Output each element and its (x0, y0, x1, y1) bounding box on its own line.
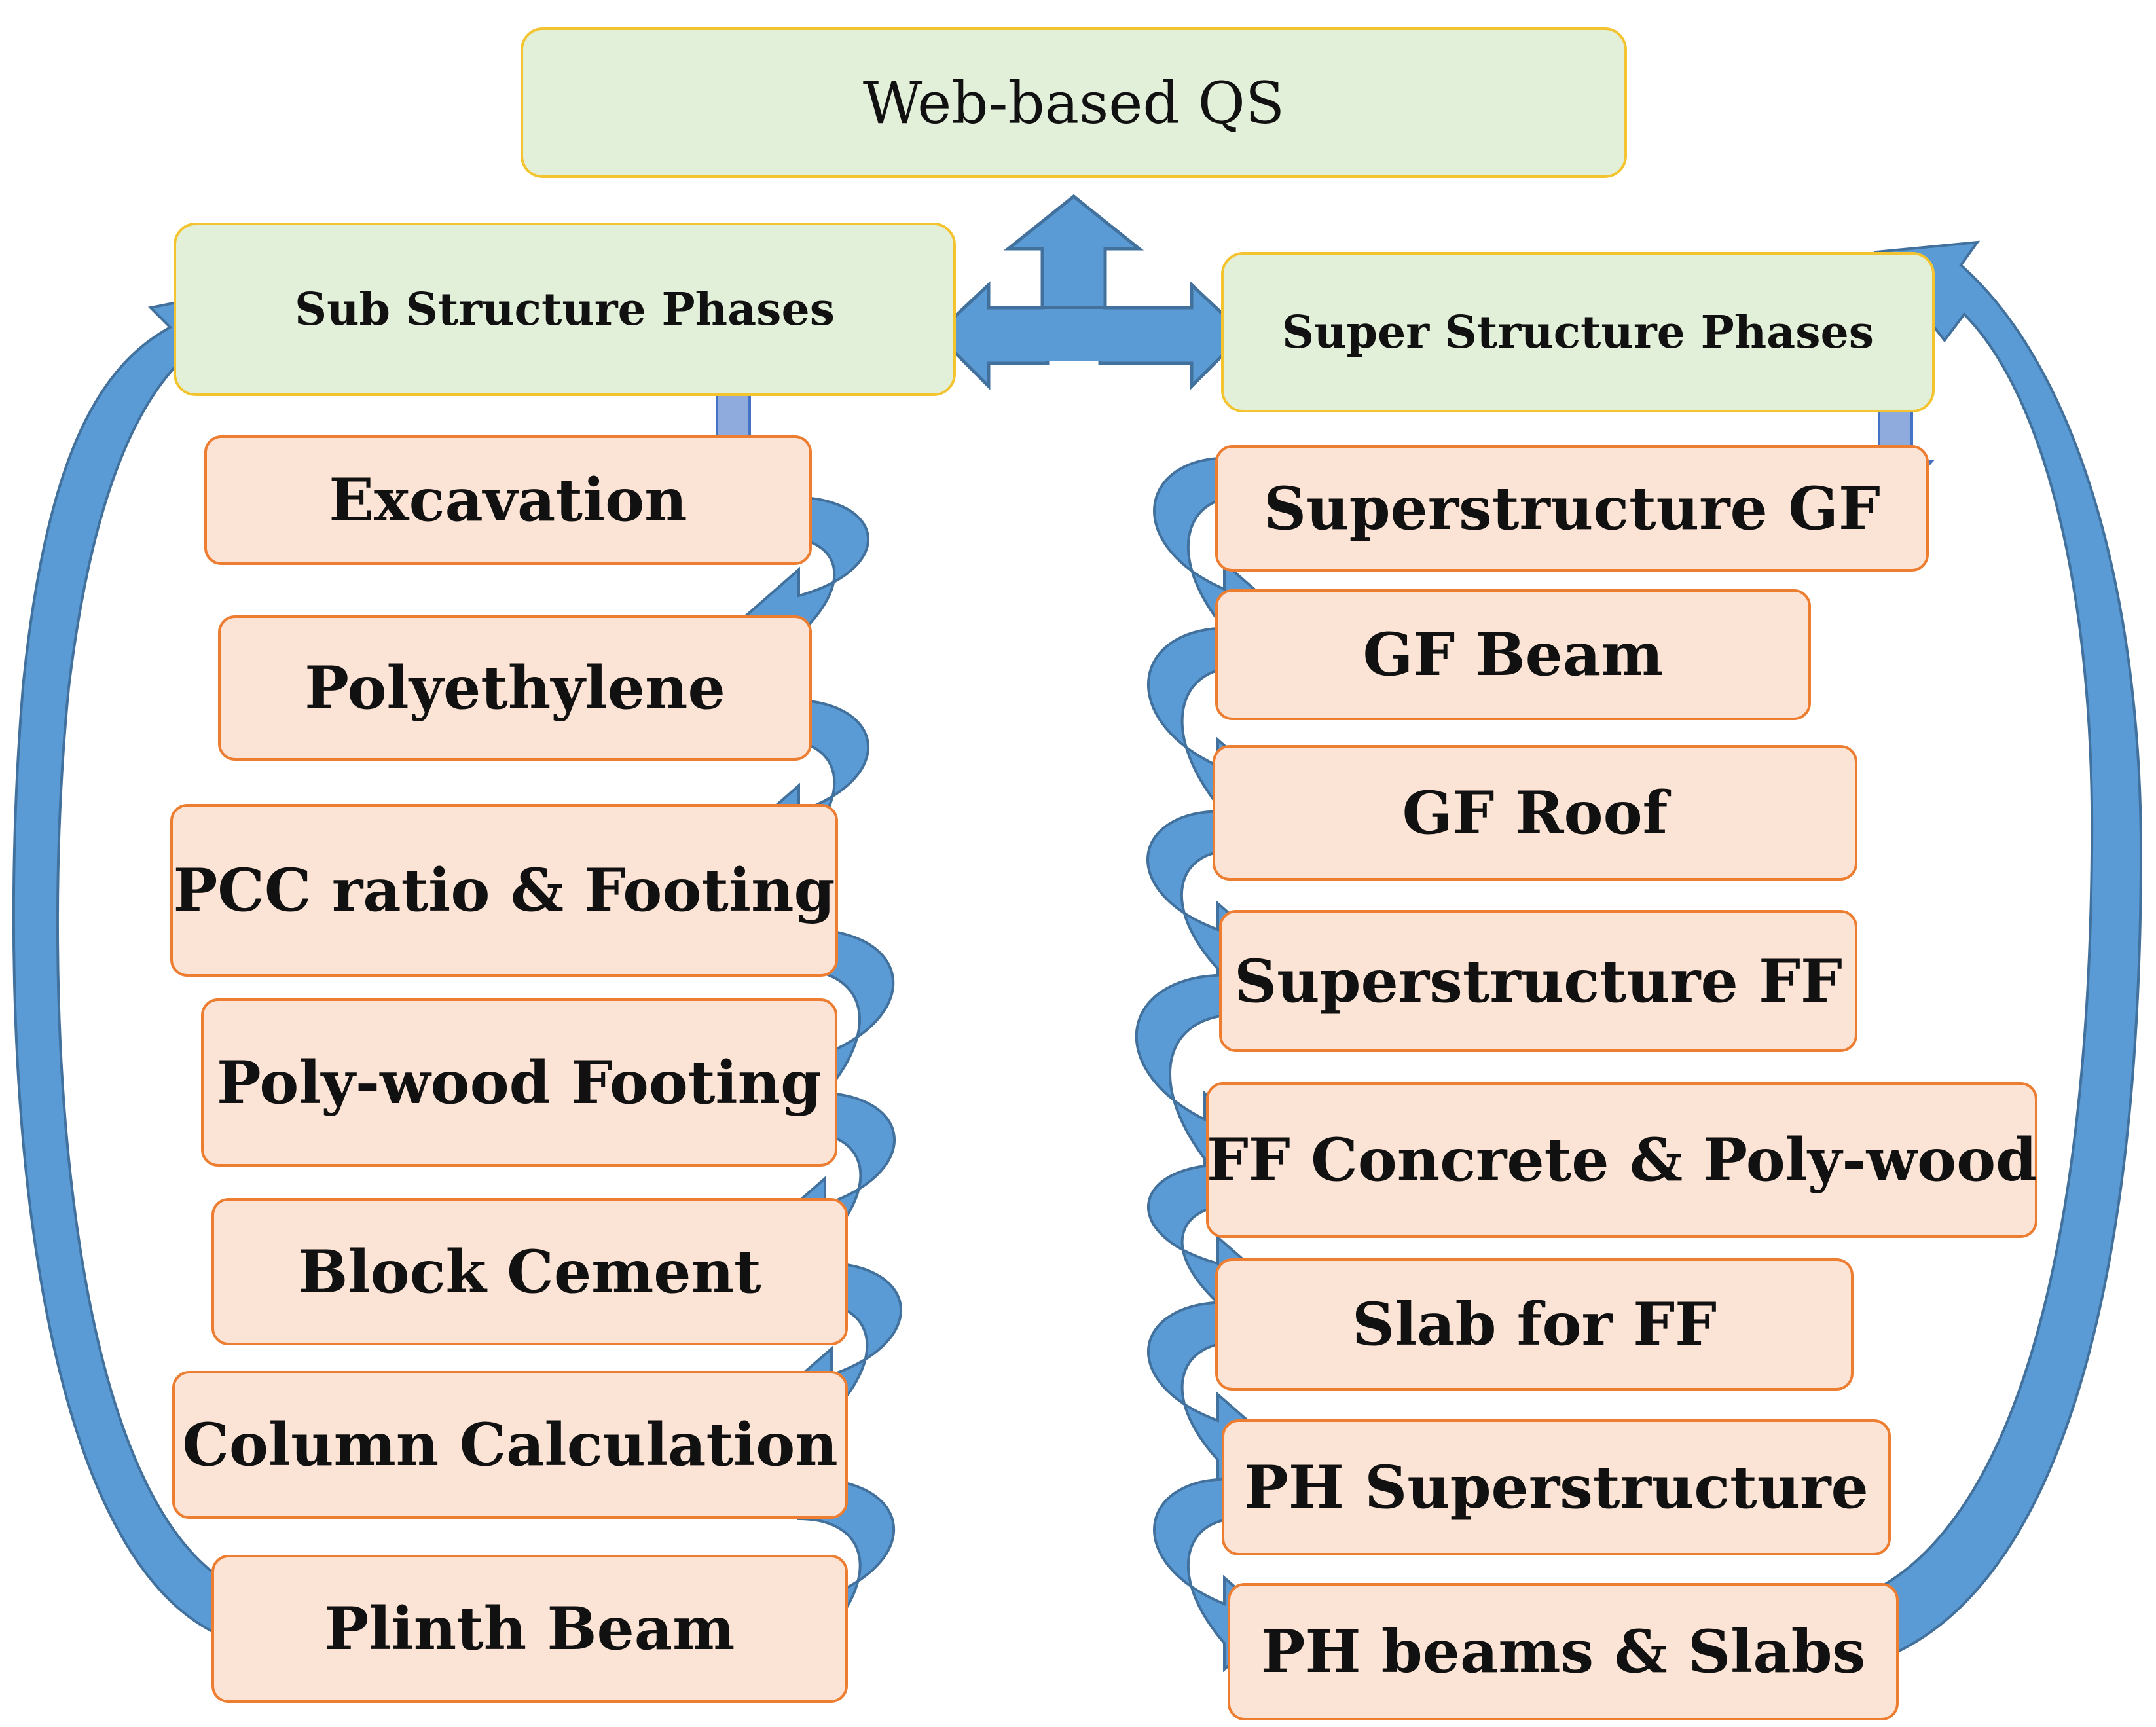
step-label: Poly-wood Footing (216, 1047, 822, 1118)
step-label: Excavation (329, 465, 687, 535)
step-label: PCC ratio & Footing (173, 856, 835, 925)
step-label: GF Roof (1402, 778, 1668, 848)
step-label: Superstructure FF (1234, 946, 1842, 1016)
sub-step-polyethylene: Polyethylene (218, 615, 812, 761)
step-label: Slab for FF (1351, 1290, 1717, 1359)
step-label: GF Beam (1362, 620, 1664, 689)
super-step-ph-superstructure: PH Superstructure (1222, 1419, 1891, 1555)
sub-structure-phases-box: Sub Structure Phases (174, 223, 956, 396)
super-structure-phases-title: Super Structure Phases (1281, 306, 1874, 359)
step-label: Plinth Beam (324, 1594, 735, 1663)
step-label: Column Calculation (182, 1410, 838, 1480)
super-step-gf-roof: GF Roof (1213, 745, 1857, 881)
step-label: FF Concrete & Poly-wood (1206, 1125, 2037, 1195)
super-step-gf-beam: GF Beam (1215, 589, 1811, 720)
step-label: PH Superstructure (1244, 1453, 1869, 1522)
sub-step-pcc-ratio-footing: PCC ratio & Footing (170, 804, 838, 977)
step-label: Block Cement (298, 1237, 761, 1307)
sub-step-poly-wood-footing: Poly-wood Footing (201, 998, 837, 1167)
super-step-ph-beams-slabs: PH beams & Slabs (1228, 1583, 1899, 1720)
connector-hub (1044, 309, 1103, 361)
step-label: PH beams & Slabs (1260, 1617, 1866, 1686)
super-structure-phases-box: Super Structure Phases (1221, 252, 1935, 412)
left-loop-arrow (12, 286, 251, 1645)
connector-up-arrow (1003, 194, 1144, 310)
super-step-ff-concrete-poly-wood: FF Concrete & Poly-wood (1206, 1082, 2037, 1238)
super-step-slab-for-ff: Slab for FF (1215, 1258, 1854, 1391)
sub-step-column-calculation: Column Calculation (172, 1371, 848, 1519)
right-loop-arrow (1858, 240, 2143, 1668)
web-based-qs-title: Web-based QS (862, 69, 1285, 137)
sub-step-block-cement: Block Cement (211, 1198, 848, 1345)
sub-structure-phases-title: Sub Structure Phases (294, 283, 835, 336)
super-step-superstructure-ff: Superstructure FF (1219, 910, 1857, 1052)
sub-step-excavation: Excavation (204, 435, 812, 565)
step-label: Polyethylene (304, 653, 725, 723)
sub-step-plinth-beam: Plinth Beam (211, 1555, 848, 1703)
super-step-superstructure-gf: Superstructure GF (1215, 445, 1929, 572)
web-based-qs-box: Web-based QS (521, 27, 1627, 178)
step-label: Superstructure GF (1264, 473, 1880, 543)
